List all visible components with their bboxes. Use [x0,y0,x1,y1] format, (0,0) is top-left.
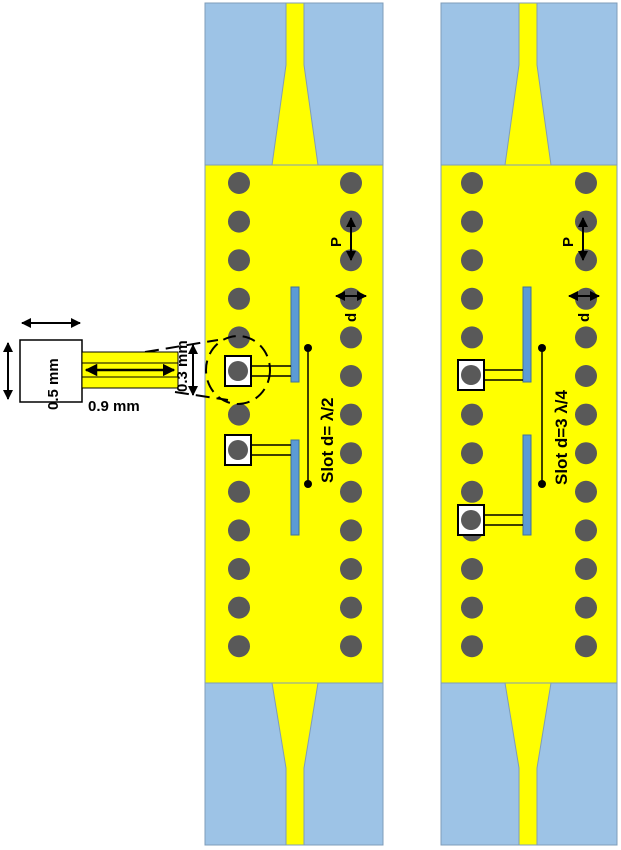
left-via-inner-11 [228,558,250,580]
left-via-outer-8 [340,442,362,465]
right-via-inner-1 [461,172,483,194]
right-via-outer-12 [575,596,597,619]
right-via-outer-6 [575,365,597,387]
zoom-circle [205,335,271,405]
right-probe-upper [457,359,523,391]
detail-pad [19,339,83,403]
left-via-outer-7 [340,403,362,426]
right-probe-lower [457,504,523,536]
left-via-outer-1 [340,172,362,194]
right-slot-upper [522,286,532,383]
left-via-inner-13 [228,635,250,658]
right-diameter-label: d [576,313,593,322]
right-via-outer-9 [575,480,597,503]
left-via-inner-3 [228,249,250,272]
left-via-outer-12 [340,596,362,619]
left-slot-label: Slot d= λ/2 [318,398,337,484]
left-circuit: Slot d= λ/2 P d [204,2,384,846]
right-via-inner-7 [461,403,483,426]
left-via-inner-10 [228,519,250,542]
left-via-inner-5 [228,326,250,349]
dim-length-label: 0.9 mm [88,398,140,415]
zoom-leader-top [144,339,219,353]
left-slot-lower [290,439,300,536]
probe-detail: 0.5 mm 0.9 mm 0.3 mm [3,318,198,415]
right-via-outer-8 [575,442,597,465]
left-via-inner-1 [228,172,250,194]
zoom-leader-bottom [174,391,229,401]
right-via-outer-10 [575,519,597,542]
left-via-inner-2 [228,210,250,233]
zoom-callout [144,335,271,405]
left-via-outer-13 [340,635,362,658]
left-via-outer-6 [340,365,362,387]
right-via-outer-4 [575,287,597,310]
right-via-outer-7 [575,403,597,426]
right-via-inner-2 [461,210,483,233]
right-via-outer-2 [575,210,597,233]
right-via-inner-4 [461,287,483,310]
left-probe-upper [224,355,291,387]
right-slot-label: Slot d=3 λ/4 [552,390,571,485]
left-probe-lower [224,434,291,466]
dim-width-label: 0.5 mm [45,358,62,410]
right-via-outer-11 [575,558,597,580]
right-via-inner-9 [461,480,483,503]
right-via-inner-13 [461,635,483,658]
right-via-inner-5 [461,326,483,349]
dim-gap-label: 0.3 mm [174,340,191,392]
right-slot-distance-marker [538,344,546,488]
left-via-rows [228,172,362,658]
right-via-inner-8 [461,442,483,465]
right-via-outer-13 [575,635,597,658]
right-via-inner-12 [461,596,483,619]
right-via-inner-3 [461,249,483,272]
right-pitch-label: P [560,237,577,247]
right-slot-lower [522,434,532,536]
right-circuit: Slot d=3 λ/4 P d [440,2,618,846]
left-via-inner-9 [228,480,250,503]
left-slot-distance-marker [304,344,312,488]
right-via-inner-11 [461,558,483,580]
left-via-inner-12 [228,596,250,619]
left-via-inner-7 [228,403,250,426]
left-diameter-label: d [343,313,360,322]
right-via-outer-1 [575,172,597,194]
left-via-outer-4 [340,287,362,310]
left-via-outer-9 [340,480,362,503]
left-via-outer-10 [340,519,362,542]
left-pitch-label: P [328,237,345,247]
left-via-outer-11 [340,558,362,580]
left-slot-upper [290,286,300,383]
right-via-outer-3 [575,249,597,272]
right-via-outer-5 [575,326,597,349]
left-via-inner-4 [228,287,250,310]
left-via-outer-5 [340,326,362,349]
